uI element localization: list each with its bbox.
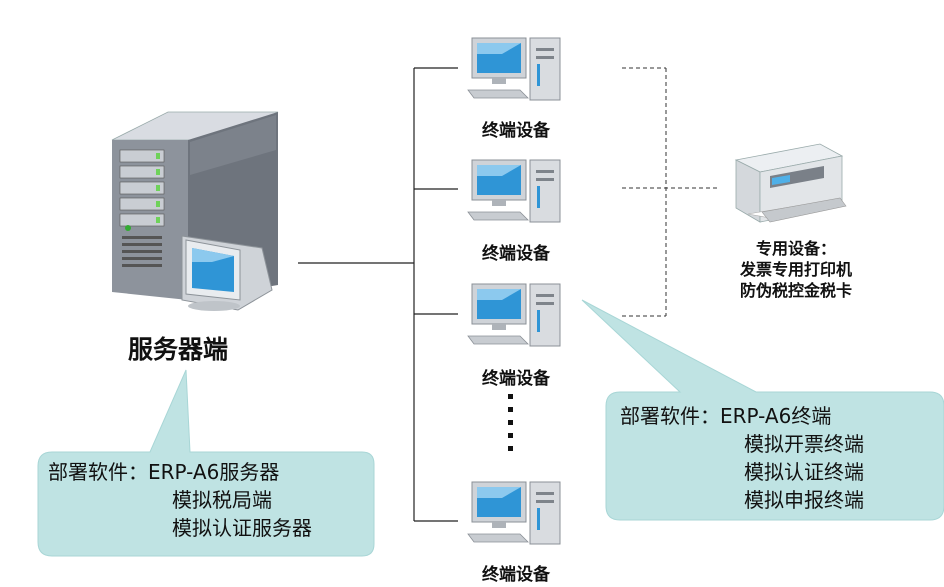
- terminal-callout-bubble: [581, 299, 944, 521]
- terminal-label: 终端设备: [482, 565, 550, 585]
- printer-label: 专用设备： 发票专用打印机 防伪税控金税卡: [716, 238, 876, 301]
- printer-label-line: 发票专用打印机: [739, 260, 852, 279]
- more-terminals-ellipsis: [508, 394, 513, 451]
- crt-monitor-icon: [181, 235, 273, 311]
- printer-label-line: 专用设备：: [755, 239, 836, 258]
- printer-icon: [734, 143, 847, 223]
- server-callout-text: 部署软件：ERP-A6服务器 模拟税局端 模拟认证服务器: [48, 458, 312, 542]
- terminal-label: 终端设备: [482, 121, 550, 141]
- server-label: 服务器端: [128, 335, 229, 364]
- callout-line: 模拟认证终端: [744, 460, 864, 484]
- network-lines: [298, 67, 458, 522]
- callout-line: 部署软件：ERP-A6服务器: [48, 460, 280, 484]
- terminal-callout-text: 部署软件：ERP-A6终端 模拟开票终端 模拟认证终端 模拟申报终端: [620, 402, 864, 514]
- desktop-computer-icon: [467, 37, 561, 101]
- terminal-label: 终端设备: [482, 244, 550, 264]
- callout-line: 模拟申报终端: [744, 488, 864, 512]
- printer-label-line: 防伪税控金税卡: [739, 281, 852, 300]
- desktop-computer-icon: [467, 283, 561, 347]
- callout-line: 模拟税局端: [172, 488, 272, 512]
- printer-dashed-lines: [622, 67, 720, 317]
- callout-line: 部署软件：ERP-A6终端: [620, 404, 832, 428]
- server-callout-bubble: [37, 369, 375, 557]
- callout-line: 模拟开票终端: [744, 432, 864, 456]
- desktop-computer-icon: [467, 481, 561, 545]
- callout-line: 模拟认证服务器: [172, 516, 312, 540]
- terminal-label: 终端设备: [482, 369, 550, 389]
- desktop-computer-icon: [467, 159, 561, 223]
